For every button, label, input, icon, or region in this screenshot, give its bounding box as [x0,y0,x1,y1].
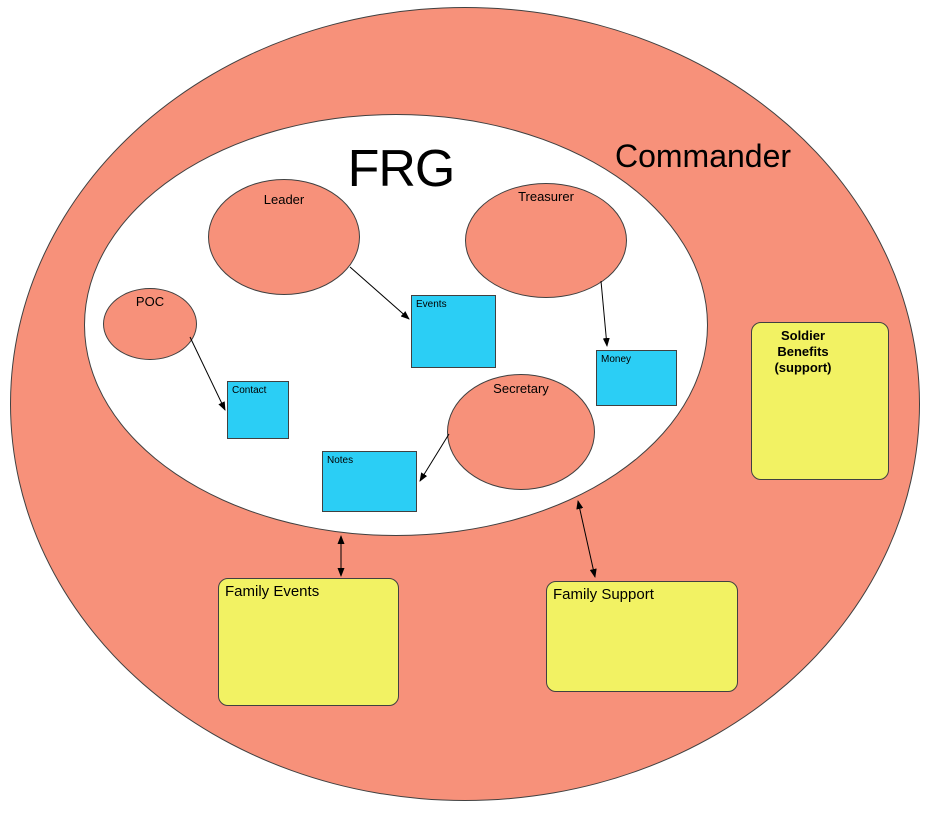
events-box: Events [411,295,496,368]
events-label: Events [416,299,447,310]
secretary-ellipse: Secretary [447,374,595,490]
poc-label: POC [135,294,165,309]
secretary-label: Secretary [493,381,549,396]
commander-label: Commander [614,138,792,174]
money-box: Money [596,350,677,406]
family-support-box: Family Support [546,581,738,692]
leader-ellipse: Leader [208,179,360,295]
family-events-label: Family Events [225,583,320,600]
notes-box: Notes [322,451,417,512]
treasurer-label: Treasurer [518,189,574,204]
money-label: Money [601,354,632,365]
family-events-box: Family Events [218,578,399,706]
soldier-benefits-label-line1: Soldier Benefits [777,328,829,359]
leader-label: Leader [263,192,305,207]
family-support-label: Family Support [553,586,654,603]
poc-ellipse: POC [103,288,197,360]
soldier-benefits-label-line2: (support) [774,360,832,375]
treasurer-ellipse: Treasurer [465,183,627,298]
frg-label: FRG [347,140,456,198]
soldier-benefits-box: Soldier Benefits (support) [751,322,889,480]
contact-box: Contact [227,381,289,439]
contact-label: Contact [232,385,267,396]
notes-label: Notes [327,455,354,466]
